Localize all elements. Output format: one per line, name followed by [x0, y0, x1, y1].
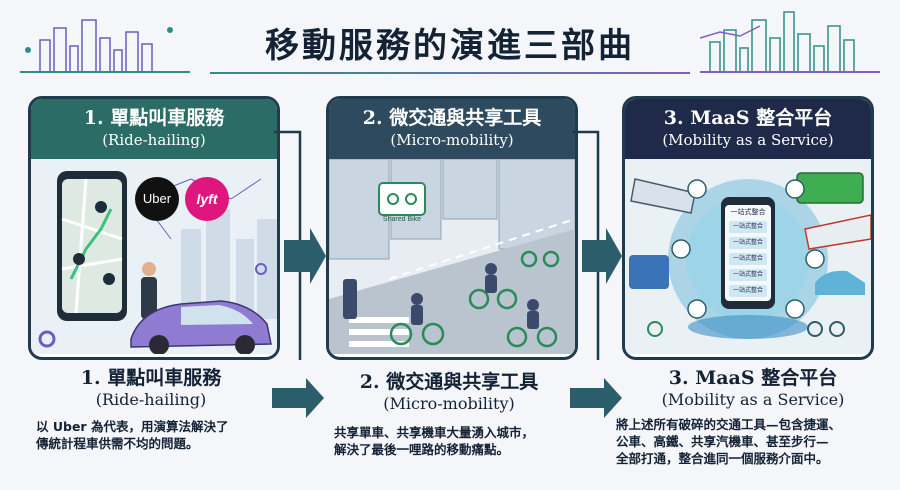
title-underline	[210, 72, 690, 74]
uber-logo: Uber	[135, 177, 179, 221]
connector-1-2	[274, 130, 302, 360]
stage3-bottom-title: 3. MaaS 整合平台	[668, 367, 838, 389]
stage3-header-subtitle: (Mobility as a Service)	[662, 131, 834, 149]
maas-phone-item: 一站式整合	[732, 287, 763, 294]
stage3-header: 3. MaaS 整合平台 (Mobility as a Service)	[625, 99, 871, 159]
stage2-bottom-subtitle: (Micro-mobility)	[383, 394, 515, 413]
stage2-bottom-title: 2. 微交通與共享工具	[359, 371, 539, 393]
arrow-right-icon	[284, 228, 326, 284]
stage3-desc-line1: 將上述所有破碎的交通工具—包含捷運、	[616, 417, 842, 432]
stage1-description: 以 Uber 為代表，用演算法解決了 傳統計程車供需不均的問題。	[20, 418, 282, 452]
stage1-illustration: Uber lyft	[31, 159, 277, 354]
lyft-logo: lyft	[185, 177, 229, 221]
stage2-illustration: Shared Bike	[329, 159, 575, 354]
stage1-summary: 1. 單點叫車服務 (Ride-hailing) 以 Uber 為代表，用演算法…	[20, 366, 282, 452]
maas-phone-item: 一站式整合	[732, 271, 763, 278]
stage3-bottom-subtitle: (Mobility as a Service)	[661, 390, 845, 409]
stage3-desc-line3: 全部打通，整合進同一個服務介面中。	[616, 451, 829, 466]
skyline-left-decoration	[20, 10, 190, 74]
page-title: 移動服務的演進三部曲	[265, 26, 635, 66]
stage3-header-title: 3. MaaS 整合平台	[663, 107, 833, 129]
stage2-header-subtitle: (Micro-mobility)	[390, 131, 514, 149]
stage3-illustration: 一站式整合 一站式整合 一站式整合 一站式整合 一站式整合 一站式整合	[625, 159, 871, 354]
stage1-header-title: 1. 單點叫車服務	[83, 107, 225, 129]
connector-2-3	[572, 130, 600, 360]
maas-phone-item: 一站式整合	[732, 223, 763, 230]
stage3-summary: 3. MaaS 整合平台 (Mobility as a Service) 將上述…	[612, 366, 894, 467]
stage3-card: 3. MaaS 整合平台 (Mobility as a Service)	[622, 96, 874, 360]
skyline-right-decoration	[699, 8, 880, 74]
maas-phone-header: 一站式整合	[730, 208, 766, 216]
stage2-header-title: 2. 微交通與共享工具	[362, 107, 542, 129]
stage3-description: 將上述所有破碎的交通工具—包含捷運、 公車、高鐵、共享汽機車、甚至步行— 全部打…	[612, 416, 894, 467]
stage1-desc-line2: 傳統計程車供需不均的問題。	[36, 436, 199, 451]
stage1-card: 1. 單點叫車服務 (Ride-hailing) Uber lyft	[28, 96, 280, 360]
arrow-right-icon	[570, 378, 622, 418]
stage1-desc-line1: 以 Uber 為代表，用演算法解決了	[36, 419, 229, 434]
maas-phone-list: 一站式整合 一站式整合 一站式整合 一站式整合 一站式整合	[729, 221, 767, 301]
shared-bike-sign-label: Shared Bike	[382, 216, 422, 223]
stage2-description: 共享單車、共享機車大量湧入城市， 解決了最後一哩路的移動痛點。	[316, 424, 582, 458]
stage2-desc-line2: 解決了最後一哩路的移動痛點。	[334, 442, 510, 457]
arrow-right-icon	[272, 378, 324, 418]
stage3-desc-line2: 公車、高鐵、共享汽機車、甚至步行—	[616, 434, 829, 449]
maas-phone-item: 一站式整合	[732, 255, 763, 262]
stage1-bottom-subtitle: (Ride-hailing)	[95, 390, 207, 409]
arrow-right-icon	[582, 228, 622, 284]
stage2-card: 2. 微交通與共享工具 (Micro-mobility)	[326, 96, 578, 360]
stage2-desc-line1: 共享單車、共享機車大量湧入城市，	[334, 425, 535, 440]
maas-phone-item: 一站式整合	[732, 239, 763, 246]
stage1-header-subtitle: (Ride-hailing)	[102, 131, 206, 149]
stage1-bottom-title: 1. 單點叫車服務	[80, 367, 222, 389]
stage2-header: 2. 微交通與共享工具 (Micro-mobility)	[329, 99, 575, 159]
stage1-header: 1. 單點叫車服務 (Ride-hailing)	[31, 99, 277, 159]
stage2-summary: 2. 微交通與共享工具 (Micro-mobility) 共享單車、共享機車大量…	[316, 370, 582, 458]
